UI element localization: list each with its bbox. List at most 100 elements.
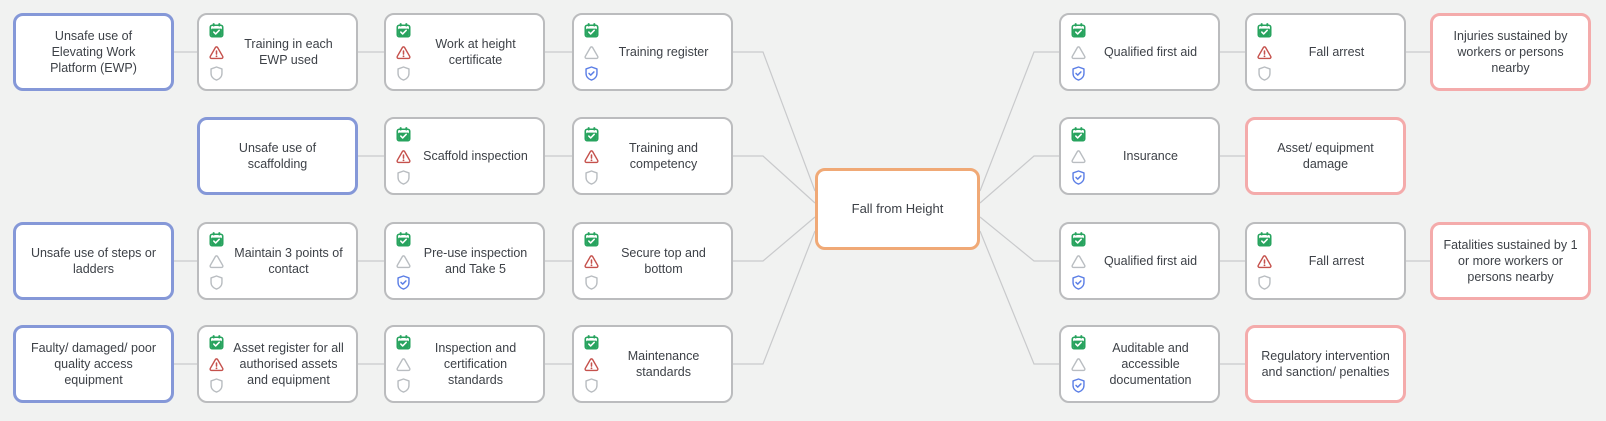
control-status-icons xyxy=(199,15,226,89)
control-box-insurance[interactable]: Insurance xyxy=(1059,117,1220,195)
cause-label: Unsafe use of scaffolding xyxy=(238,141,317,171)
shield-plain-icon xyxy=(395,169,412,186)
consequence-label: Asset/ equipment damage xyxy=(1277,141,1374,171)
shield-check-icon xyxy=(1070,377,1087,394)
control-box-maintenance-standards[interactable]: Maintenance standards xyxy=(572,325,733,403)
control-status-icons xyxy=(386,15,413,89)
cause-box-faulty-equipment[interactable]: Faulty/ damaged/ poor quality access equ… xyxy=(13,325,174,403)
control-box-fall-arrest-2[interactable]: Fall arrest xyxy=(1245,222,1406,300)
hazard-box-fall-from-height[interactable]: Fall from Height xyxy=(815,168,980,250)
control-status-icons xyxy=(574,15,601,89)
scheduled-check-icon xyxy=(1070,334,1087,351)
control-label: Fall arrest xyxy=(1308,254,1365,268)
shield-plain-icon xyxy=(1256,65,1273,82)
triangle-plain-icon xyxy=(1070,44,1087,61)
control-box-work-at-height-certificate[interactable]: Work at height certificate xyxy=(384,13,545,91)
control-label: Scaffold inspection xyxy=(423,149,528,163)
control-box-qualified-first-aid-1[interactable]: Qualified first aid xyxy=(1059,13,1220,91)
control-box-training-register[interactable]: Training register xyxy=(572,13,733,91)
control-box-training-and-competency[interactable]: Training and competency xyxy=(572,117,733,195)
cause-box-scaffolding[interactable]: Unsafe use of scaffolding xyxy=(197,117,358,195)
warning-alert-icon xyxy=(1256,253,1273,270)
control-status-icons xyxy=(199,327,226,401)
scheduled-check-icon xyxy=(208,22,225,39)
control-label: Training in each EWP used xyxy=(244,37,333,67)
control-status-icons xyxy=(1061,119,1088,193)
control-box-scaffold-inspection[interactable]: Scaffold inspection xyxy=(384,117,545,195)
warning-alert-icon xyxy=(208,44,225,61)
warning-alert-icon xyxy=(1256,44,1273,61)
triangle-plain-icon xyxy=(395,356,412,373)
scheduled-check-icon xyxy=(395,231,412,248)
control-status-icons xyxy=(386,119,413,193)
control-status-icons xyxy=(1061,224,1088,298)
control-label: Fall arrest xyxy=(1308,45,1365,59)
scheduled-check-icon xyxy=(208,231,225,248)
warning-alert-icon xyxy=(208,356,225,373)
triangle-plain-icon xyxy=(1070,148,1087,165)
control-status-icons xyxy=(199,224,226,298)
shield-check-icon xyxy=(1070,65,1087,82)
shield-plain-icon xyxy=(583,377,600,394)
control-label: Training and competency xyxy=(628,141,699,171)
control-box-fall-arrest-1[interactable]: Fall arrest xyxy=(1245,13,1406,91)
shield-check-icon xyxy=(583,65,600,82)
consequence-box-fatalities[interactable]: Fatalities sustained by 1 or more worker… xyxy=(1430,222,1591,300)
control-label: Secure top and bottom xyxy=(621,246,706,276)
control-box-training-each-ewp[interactable]: Training in each EWP used xyxy=(197,13,358,91)
scheduled-check-icon xyxy=(583,334,600,351)
shield-plain-icon xyxy=(1256,274,1273,291)
consequence-label: Injuries sustained by workers or persons… xyxy=(1453,29,1568,75)
control-label: Auditable and accessible documentation xyxy=(1109,341,1192,387)
control-label: Qualified first aid xyxy=(1103,45,1198,59)
control-box-secure-top-bottom[interactable]: Secure top and bottom xyxy=(572,222,733,300)
control-status-icons xyxy=(574,327,601,401)
control-box-auditable-documentation[interactable]: Auditable and accessible documentation xyxy=(1059,325,1220,403)
control-label: Maintain 3 points of contact xyxy=(234,246,343,276)
consequence-label: Fatalities sustained by 1 or more worker… xyxy=(1443,238,1578,284)
triangle-plain-icon xyxy=(1070,356,1087,373)
control-status-icons xyxy=(574,119,601,193)
hazard-label: Fall from Height xyxy=(851,200,944,216)
scheduled-check-icon xyxy=(395,126,412,143)
consequence-label: Regulatory intervention and sanction/ pe… xyxy=(1261,349,1390,379)
control-box-asset-register[interactable]: Asset register for all authorised assets… xyxy=(197,325,358,403)
control-status-icons xyxy=(1247,15,1274,89)
warning-alert-icon xyxy=(395,148,412,165)
cause-box-ewp[interactable]: Unsafe use of Elevating Work Platform (E… xyxy=(13,13,174,91)
shield-plain-icon xyxy=(395,377,412,394)
shield-check-icon xyxy=(1070,169,1087,186)
scheduled-check-icon xyxy=(583,126,600,143)
shield-check-icon xyxy=(1070,274,1087,291)
control-label: Qualified first aid xyxy=(1103,254,1198,268)
warning-alert-icon xyxy=(583,253,600,270)
scheduled-check-icon xyxy=(1256,22,1273,39)
control-box-pre-use-inspection[interactable]: Pre-use inspection and Take 5 xyxy=(384,222,545,300)
cause-box-steps-ladders[interactable]: Unsafe use of steps or ladders xyxy=(13,222,174,300)
consequence-box-regulatory[interactable]: Regulatory intervention and sanction/ pe… xyxy=(1245,325,1406,403)
shield-plain-icon xyxy=(208,274,225,291)
shield-plain-icon xyxy=(583,169,600,186)
control-box-inspection-certification-standards[interactable]: Inspection and certification standards xyxy=(384,325,545,403)
scheduled-check-icon xyxy=(583,22,600,39)
scheduled-check-icon xyxy=(1070,22,1087,39)
control-box-three-points-contact[interactable]: Maintain 3 points of contact xyxy=(197,222,358,300)
scheduled-check-icon xyxy=(1070,126,1087,143)
triangle-plain-icon xyxy=(208,253,225,270)
consequence-box-asset-damage[interactable]: Asset/ equipment damage xyxy=(1245,117,1406,195)
control-box-qualified-first-aid-2[interactable]: Qualified first aid xyxy=(1059,222,1220,300)
control-status-icons xyxy=(574,224,601,298)
scheduled-check-icon xyxy=(583,231,600,248)
shield-plain-icon xyxy=(208,65,225,82)
control-status-icons xyxy=(1247,224,1274,298)
triangle-plain-icon xyxy=(395,253,412,270)
shield-plain-icon xyxy=(395,65,412,82)
consequence-box-injuries[interactable]: Injuries sustained by workers or persons… xyxy=(1430,13,1591,91)
scheduled-check-icon xyxy=(395,22,412,39)
scheduled-check-icon xyxy=(395,334,412,351)
control-status-icons xyxy=(1061,327,1088,401)
triangle-plain-icon xyxy=(583,44,600,61)
control-label: Insurance xyxy=(1123,149,1178,163)
